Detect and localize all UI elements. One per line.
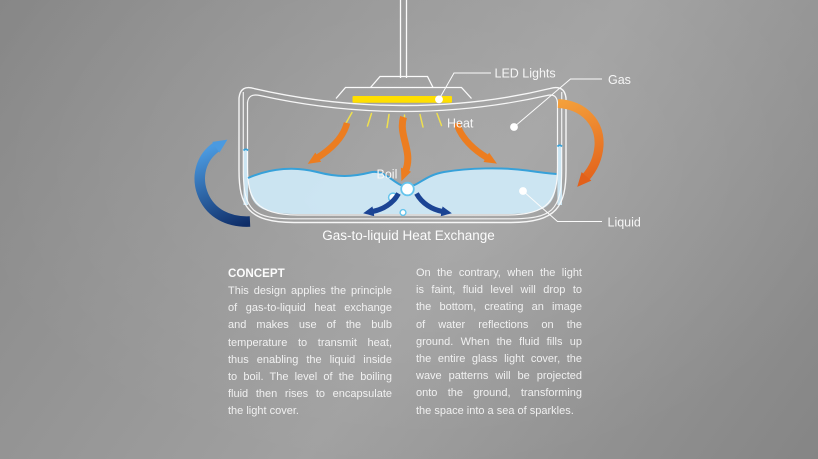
led-lights-leader-line (438, 72, 491, 100)
description-line: onto the ground, transforming (416, 387, 582, 400)
concept-line: thus enabling the liquid inside (228, 353, 392, 366)
concept-heading: CONCEPT (228, 267, 285, 280)
concept-line: of gas-to-liquid heat exchange (228, 302, 392, 315)
liquid-left-gap-cap (242, 148, 249, 152)
description-line: ground. When the fluid fills up (416, 335, 582, 348)
bubble-large (400, 181, 415, 197)
concept-line: This design applies the principle (228, 285, 392, 297)
concept-line: to boil. The level of the boiling (228, 370, 392, 383)
label-liquid: Liquid (608, 216, 641, 230)
description-column: On the contrary, when the light is faint… (416, 265, 582, 420)
glass-outer-outline (238, 86, 567, 224)
label-gas: Gas (608, 73, 631, 87)
liquid-right-gap-cap (556, 144, 563, 148)
heat-arrow-left (307, 122, 351, 164)
led-strip (352, 96, 452, 103)
heat-arrow-right (453, 121, 497, 164)
liquid-right-gap (557, 146, 562, 205)
liquid-left-gap (243, 150, 249, 205)
liquid-circulation-arrow (194, 139, 251, 227)
heat-ray (366, 112, 373, 127)
concept-column: CONCEPT This design applies the principl… (228, 265, 392, 421)
heat-rays (344, 111, 443, 129)
heat-ray (344, 111, 353, 125)
concept-line: and makes use of the bulb (228, 319, 392, 332)
mount-cap-outline (370, 75, 434, 88)
glass-inner-outline (246, 94, 559, 216)
concept-line: the light cover. (228, 405, 299, 418)
label-heat: Heat (447, 117, 474, 131)
led-lights-anchor-dot (435, 95, 443, 104)
description-line: wave patterns will be projected (416, 370, 582, 383)
mount-plate-outline (335, 86, 472, 99)
heat-arrow-center (398, 116, 412, 182)
heat-ray (436, 112, 443, 127)
label-boil: Boil (377, 168, 398, 182)
diagram-caption: Gas-to-liquid Heat Exchange (322, 228, 495, 243)
glass-middle-outline (242, 92, 563, 220)
description-line: the entire glass light cover, the (416, 352, 582, 365)
label-led-lights: LED Lights (495, 67, 556, 81)
description-line: is faint, fluid level will drop to (416, 284, 582, 297)
liquid-anchor-dot (519, 187, 527, 195)
heat-ray (419, 113, 424, 128)
boil-arrow-right (414, 192, 452, 217)
concept-line: fluid then rises to encapsulate (228, 388, 392, 401)
bubble-small (399, 208, 407, 217)
liquid-leader-line (522, 190, 602, 222)
gas-leader-line (513, 78, 602, 128)
description-line: the bottom, creating an image (416, 301, 582, 314)
concept-line: temperature to transmit heat, (228, 336, 392, 349)
heat-ray (386, 113, 390, 129)
description-line: On the contrary, when the light (416, 267, 582, 279)
description-line: of water reflections on the (416, 318, 582, 331)
description-line: the space into a sea of sparkles. (416, 404, 574, 417)
boil-arrow-left (363, 192, 401, 217)
gas-circulation-arrow (557, 99, 604, 187)
gas-anchor-dot (510, 123, 518, 131)
